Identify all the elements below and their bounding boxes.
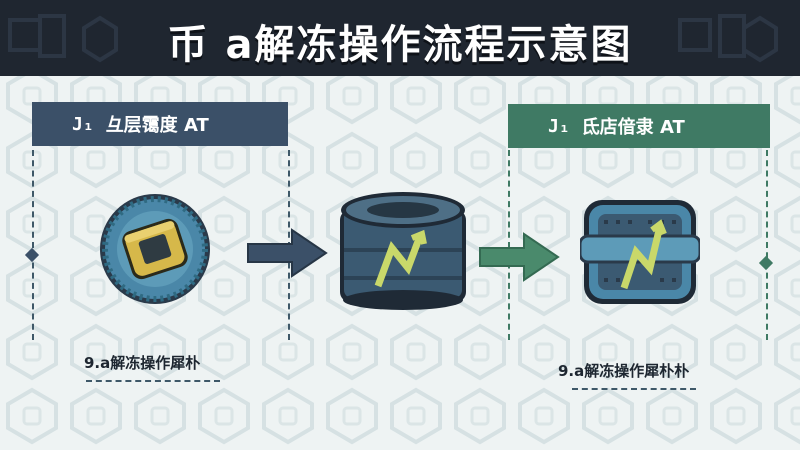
left-caption-underline <box>86 380 220 382</box>
right-frame-dashed-line <box>508 150 510 340</box>
page-title: 币 a解冻操作流程示意图 <box>167 22 633 68</box>
right-caption-underline <box>572 388 696 390</box>
right-frame-dashed-line <box>766 150 768 340</box>
left-frame-dashed-line <box>32 150 34 340</box>
title-bar: 币 a解冻操作流程示意图 <box>0 0 800 76</box>
unlocked-lightning-block-icon <box>580 200 700 304</box>
left-panel-header-label: 彑层霭度 AT <box>105 115 209 136</box>
left-caption: 9.a解冻操作犀朴 <box>84 354 201 372</box>
right-caption: 9.a解冻操作犀朴朴 <box>558 362 690 380</box>
right-panel-header: J₁ 氐店偣隶 AT <box>508 104 770 148</box>
left-panel-header: J₁ 彑层霭度 AT <box>32 102 288 146</box>
lightning-cylinder-icon <box>340 192 466 310</box>
arrow-right-icon <box>479 232 560 282</box>
right-panel-header-icon: J₁ <box>548 115 570 137</box>
left-panel-header-icon: J₁ <box>72 113 94 135</box>
arrow-right-icon <box>247 228 328 278</box>
title-bar-pattern <box>8 14 778 63</box>
locked-ring-coin-icon <box>100 194 210 304</box>
right-panel-header-label: 氐店偣隶 AT <box>581 117 685 138</box>
